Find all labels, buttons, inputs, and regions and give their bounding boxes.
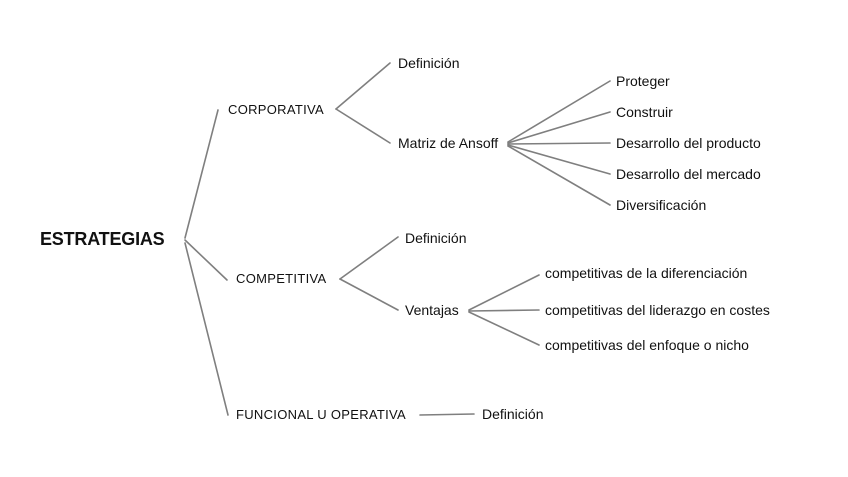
root-node-label: ESTRATEGIAS xyxy=(40,229,165,249)
connector-ansoff-construir xyxy=(507,111,611,144)
connector-ansoff-diversificacion xyxy=(507,145,611,206)
connector-group xyxy=(184,62,611,416)
funcional-definicion-label: Definición xyxy=(482,406,544,422)
connector-competitiva-ventajas xyxy=(339,278,399,311)
ventajas-item-liderazgo: competitivas del liderazgo en costes xyxy=(545,302,770,318)
ansoff-node-label: Matriz de Ansoff xyxy=(398,135,499,151)
connector-ansoff-proteger xyxy=(507,80,611,143)
connector-root-funcional xyxy=(184,242,229,416)
connector-ventajas-enfoque xyxy=(468,311,540,346)
node-corporativa-label: CORPORATIVA xyxy=(228,102,324,117)
ansoff-item-desarrollo-producto: Desarrollo del producto xyxy=(616,135,761,151)
ventajas-node-label: Ventajas xyxy=(405,302,459,318)
ansoff-item-desarrollo-mercado: Desarrollo del mercado xyxy=(616,166,761,182)
ansoff-item-construir: Construir xyxy=(616,104,673,120)
connector-corporativa-definicion xyxy=(335,62,391,110)
ventajas-item-enfoque: competitivas del enfoque o nicho xyxy=(545,337,749,353)
connector-ventajas-diferenciacion xyxy=(468,274,540,311)
connector-ansoff-mercado xyxy=(507,144,611,175)
competitiva-definicion-label: Definición xyxy=(405,230,467,246)
node-competitiva-label: COMPETITIVA xyxy=(236,271,327,286)
ansoff-item-diversificacion: Diversificación xyxy=(616,197,707,213)
connector-root-competitiva xyxy=(184,239,228,281)
corporativa-definicion-label: Definición xyxy=(398,55,460,71)
connector-competitiva-definicion xyxy=(339,236,399,280)
connector-corporativa-ansoff xyxy=(335,108,391,144)
ventajas-item-diferenciacion: competitivas de la diferenciación xyxy=(545,265,748,281)
connector-ventajas-liderazgo xyxy=(468,309,540,312)
connector-root-corporativa xyxy=(184,109,219,239)
node-funcional-label: FUNCIONAL U OPERATIVA xyxy=(236,407,407,422)
ansoff-item-proteger: Proteger xyxy=(616,73,670,89)
connector-ansoff-producto xyxy=(507,142,611,145)
connector-funcional-definicion xyxy=(419,413,475,416)
